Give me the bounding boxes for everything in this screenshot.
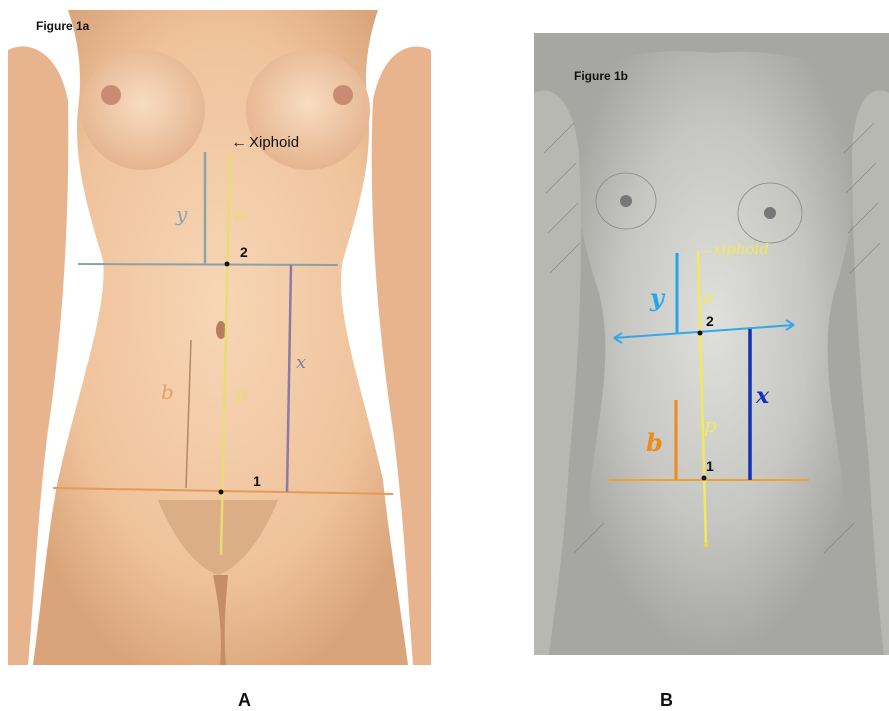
level-2-line — [78, 264, 338, 265]
figure-1a-panel: Figure 1a ← Xiphoid y a 2 x b p 1 — [8, 10, 431, 665]
navel — [216, 321, 226, 339]
letter-y: y — [650, 283, 664, 312]
point-1-dot — [702, 476, 707, 481]
letter-y: y — [176, 202, 187, 226]
letter-p: p — [704, 413, 717, 437]
drawn-torso — [571, 51, 858, 655]
pencil-drawing — [534, 33, 889, 655]
xiphoid-label: Xiphoid — [249, 134, 299, 151]
xiphoid-arrow: ← — [231, 134, 247, 152]
lower-point-dot — [704, 543, 709, 548]
letter-b: b — [646, 428, 663, 457]
left-breast — [81, 50, 205, 170]
xiphoid-arrow: ← — [700, 241, 714, 257]
right-breast — [246, 50, 370, 170]
letter-x: x — [756, 383, 769, 409]
point-2-dot — [698, 331, 703, 336]
letter-x: x — [296, 352, 306, 373]
point-1-label: 1 — [253, 473, 261, 489]
letter-a: a — [703, 287, 714, 308]
point-2-label: 2 — [706, 313, 714, 329]
xiphoid-label: xiphoid — [713, 240, 769, 258]
point-1-label: 1 — [706, 458, 714, 474]
drawn-right-breast — [764, 207, 776, 219]
caption-b: B — [660, 690, 673, 711]
point-1-dot — [219, 490, 224, 495]
figure-1b-panel: Figure 1b ← xiphoid y a 2 x b p 1 — [534, 33, 889, 655]
caption-a: A — [238, 690, 251, 711]
letter-a: a — [234, 202, 246, 226]
figure-1b-label: Figure 1b — [574, 69, 628, 83]
figure-1a-label: Figure 1a — [36, 19, 89, 33]
letter-b: b — [161, 380, 174, 404]
torso-illustration — [8, 10, 431, 665]
letter-p: p — [234, 382, 247, 406]
point-2-label: 2 — [240, 244, 248, 260]
point-2-dot — [225, 262, 230, 267]
drawn-left-breast — [620, 195, 632, 207]
